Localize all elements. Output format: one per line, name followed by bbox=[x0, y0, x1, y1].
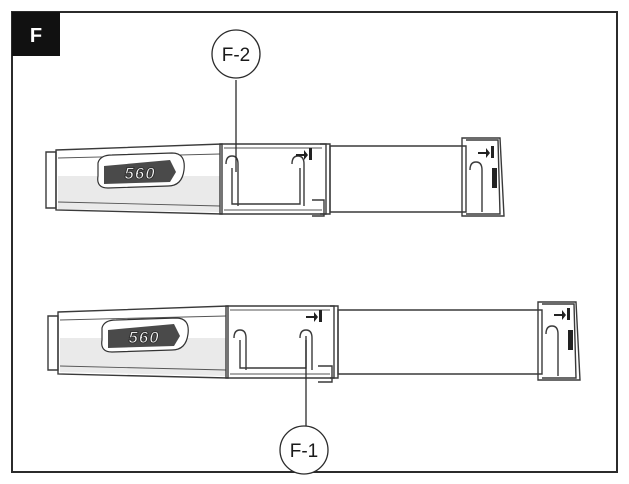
callout-f2-label: F-2 bbox=[222, 45, 251, 66]
lock-arrow-icon bbox=[296, 148, 312, 160]
callout-f1: F-1 bbox=[279, 336, 329, 475]
lock-arrow-icon bbox=[478, 146, 494, 158]
tube-lower: 560 bbox=[47, 301, 581, 383]
figure-badge-label: F bbox=[30, 25, 42, 47]
tube-lower-logo-text: 560 bbox=[128, 328, 159, 347]
lock-arrow-icon bbox=[306, 310, 322, 322]
callout-f1-label: F-1 bbox=[290, 441, 319, 462]
tube-upper-logo: 560 bbox=[97, 152, 185, 189]
tube-lower-logo: 560 bbox=[101, 317, 189, 353]
callout-f2: F-2 bbox=[211, 29, 261, 172]
tube-upper: 560 bbox=[45, 137, 505, 217]
callout-f1-circle bbox=[279, 425, 329, 475]
figure-border bbox=[11, 11, 618, 473]
tube-upper-logo-text: 560 bbox=[124, 164, 155, 183]
lock-arrow-icon bbox=[554, 308, 570, 320]
callout-f2-circle bbox=[211, 29, 261, 79]
figure-badge: F bbox=[12, 12, 60, 56]
